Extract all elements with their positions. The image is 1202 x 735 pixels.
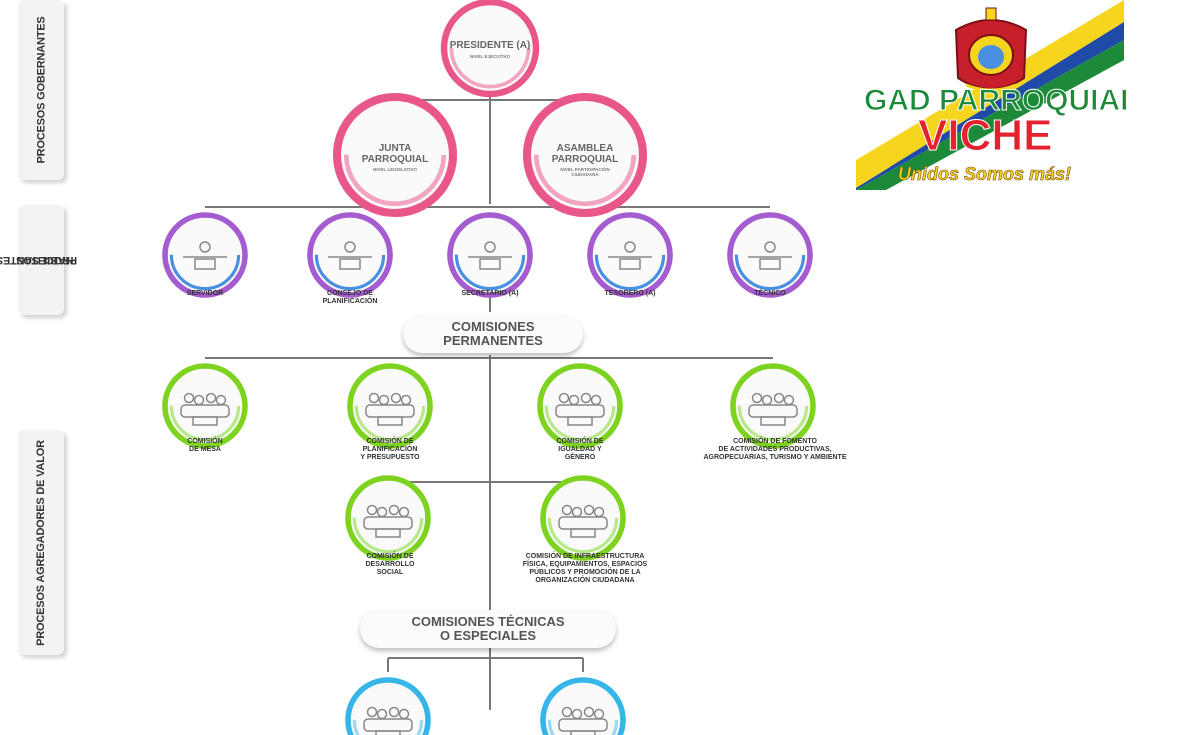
- junta-subtitle: NIVEL LEGISLATIVO: [372, 167, 418, 172]
- commission-ring-row1-4: [730, 363, 816, 449]
- office-desk-icon: [748, 241, 792, 270]
- commission-caption-igualdad: COMISIÓN DE IGUALDAD Y GÉNERO: [515, 438, 645, 462]
- logo-slogan: Unidos Somos más!: [898, 164, 1071, 184]
- commission-caption-desarrollo: COMISIÓN DE DESARROLLO SOCIAL: [325, 553, 455, 577]
- enabling-caption-secretario-line1: SECRETARIO (A): [461, 290, 519, 297]
- commission-caption-fomento: COMISIÓN DE FOMENTO DE ACTIVIDADES PRODU…: [655, 438, 895, 462]
- commission-infraestructura-line1: COMISIÓN DE INFRAESTRUCTURA: [525, 553, 645, 560]
- asamblea-title-line1: ASAMBLEA: [556, 143, 614, 154]
- enabling-ring-3: [447, 212, 533, 298]
- junta-title-line1: JUNTA: [378, 143, 412, 154]
- commission-infraestructura-line4: ORGANIZACIÓN CIUDADANA: [535, 577, 635, 584]
- office-desk-icon: [608, 241, 652, 270]
- commission-caption-mesa: COMISIÓN DE MESA: [140, 438, 270, 454]
- asamblea-title: ASAMBLEA PARROQUIAL: [525, 143, 645, 165]
- enabling-caption-tecnico: TÉCNICO: [710, 290, 830, 298]
- commission-ring-row1-1: [162, 363, 248, 449]
- enabling-caption-secretario: SECRETARIO (A): [430, 290, 550, 298]
- enabling-caption-consejo: CONSEJO DE PLANIFICACIÓN: [290, 290, 410, 306]
- enabling-ring-2: [307, 212, 393, 298]
- technical-header-line1: COMISIONES TÉCNICAS: [411, 614, 565, 629]
- commission-caption-infraestructura: COMISIÓN DE INFRAESTRUCTURA FÍSICA, EQUI…: [495, 553, 675, 585]
- gad-viche-logo: GAD PARROQUIAL VICHE Unidos Somos más!: [856, 0, 1126, 190]
- commission-mesa-line1: COMISIÓN: [187, 438, 223, 445]
- commission-ring-row2-2: [540, 475, 626, 561]
- asamblea-title-line2: PARROQUIAL: [551, 154, 619, 165]
- commission-infraestructura-line3: PÚBLICOS Y PROMOCIÓN DE LA: [529, 569, 641, 576]
- people-group-icon: [558, 706, 608, 735]
- asamblea-subtitle: NIVEL PARTICIPACIÓN CIUDADANA: [525, 167, 645, 177]
- asamblea-subtitle-line2: CIUDADANA: [571, 172, 599, 177]
- commission-igualdad-line1: COMISIÓN DE: [556, 438, 604, 445]
- enabling-caption-consejo-line1: CONSEJO DE: [327, 290, 373, 297]
- logo-title-line2: VICHE: [918, 111, 1052, 160]
- office-desk-icon: [468, 241, 512, 270]
- logo-stripe-green: [856, 40, 1124, 190]
- permanent-header-line1: COMISIONES: [451, 319, 535, 334]
- presidente-ring: [440, 0, 540, 98]
- asamblea-subtitle-line1: NIVEL PARTICIPACIÓN: [560, 167, 610, 172]
- commission-caption-planificacion: COMISIÓN DE PLANIFICACIÓN Y PRESUPUESTO: [325, 438, 455, 462]
- people-group-icon: [363, 706, 413, 735]
- commission-desarrollo-line1: COMISIÓN DE: [366, 553, 414, 560]
- commission-ring-row1-2: [347, 363, 433, 449]
- enabling-caption-servidor: SERVIDOR: [145, 290, 265, 298]
- side-label-agregadores: PROCESOS AGREGADORES DE VALOR: [18, 430, 64, 655]
- logo-stripe-blue: [856, 22, 1124, 190]
- junta-ring: [332, 92, 458, 218]
- enabling-caption-servidor-line1: SERVIDOR: [186, 290, 224, 297]
- people-group-icon: [555, 392, 605, 426]
- technical-ring-2: [540, 677, 626, 735]
- presidente-title: PRESIDENTE (A): [449, 40, 531, 51]
- enabling-ring-1: [162, 212, 248, 298]
- people-group-icon: [365, 392, 415, 426]
- technical-ring-1: [345, 677, 431, 735]
- enabling-caption-tesorero-line1: TESORERO (A): [604, 290, 656, 297]
- presidente-subtitle: NIVEL EJECUTIVO: [470, 54, 510, 59]
- commission-igualdad-line2: IGUALDAD Y: [558, 446, 602, 453]
- commission-planificacion-line3: Y PRESUPUESTO: [360, 454, 420, 461]
- people-group-icon: [558, 504, 608, 538]
- enabling-ring-4: [587, 212, 673, 298]
- permanent-commissions-header: COMISIONES PERMANENTES: [403, 315, 583, 353]
- logo-crest: [954, 7, 1028, 92]
- asamblea-ring: [522, 92, 648, 218]
- office-desk-icon: [183, 241, 227, 270]
- commission-fomento-line2: DE ACTIVIDADES PRODUCTIVAS,: [718, 446, 832, 453]
- commission-ring-row2-1: [345, 475, 431, 561]
- commission-infraestructura-line2: FÍSICA, EQUIPAMIENTOS, ESPACIOS: [522, 561, 648, 568]
- enabling-caption-consejo-line2: PLANIFICACIÓN: [322, 298, 378, 305]
- commission-desarrollo-line3: SOCIAL: [376, 569, 404, 576]
- enabling-ring-5: [727, 212, 813, 298]
- people-group-icon: [748, 392, 798, 426]
- people-group-icon: [180, 392, 230, 426]
- commission-planificacion-line1: COMISIÓN DE: [366, 438, 414, 445]
- enabling-caption-tesorero: TESORERO (A): [570, 290, 690, 298]
- commission-planificacion-line2: PLANIFICACIÓN: [362, 446, 418, 453]
- people-group-icon: [363, 504, 413, 538]
- commission-desarrollo-line2: DESARROLLO: [365, 561, 415, 568]
- technical-commissions-header: COMISIONES TÉCNICAS O ESPECIALES: [360, 610, 616, 648]
- commission-fomento-line1: COMISIÓN DE FOMENTO: [733, 438, 817, 445]
- logo-title-line1: GAD PARROQUIAL: [864, 84, 1126, 117]
- junta-title-line2: PARROQUIAL: [361, 154, 429, 165]
- office-desk-icon: [328, 241, 372, 270]
- logo-stripe-yellow: [856, 0, 1124, 188]
- commission-igualdad-line3: GÉNERO: [564, 454, 596, 461]
- enabling-caption-tecnico-line1: TÉCNICO: [754, 290, 786, 297]
- commission-fomento-line3: AGROPECUARIAS, TURISMO Y AMBIENTE: [703, 454, 847, 461]
- side-label-gobernantes: PROCESOS GOBERNANTES: [18, 0, 64, 180]
- junta-title: JUNTA PARROQUIAL: [335, 143, 455, 165]
- commission-ring-row1-3: [537, 363, 623, 449]
- permanent-header-line2: PERMANENTES: [443, 333, 543, 348]
- side-label-habilitantes: HABILITANTES PROCESOS: [0, 205, 77, 315]
- commission-mesa-line2: DE MESA: [189, 446, 221, 453]
- technical-header-line2: O ESPECIALES: [439, 628, 537, 643]
